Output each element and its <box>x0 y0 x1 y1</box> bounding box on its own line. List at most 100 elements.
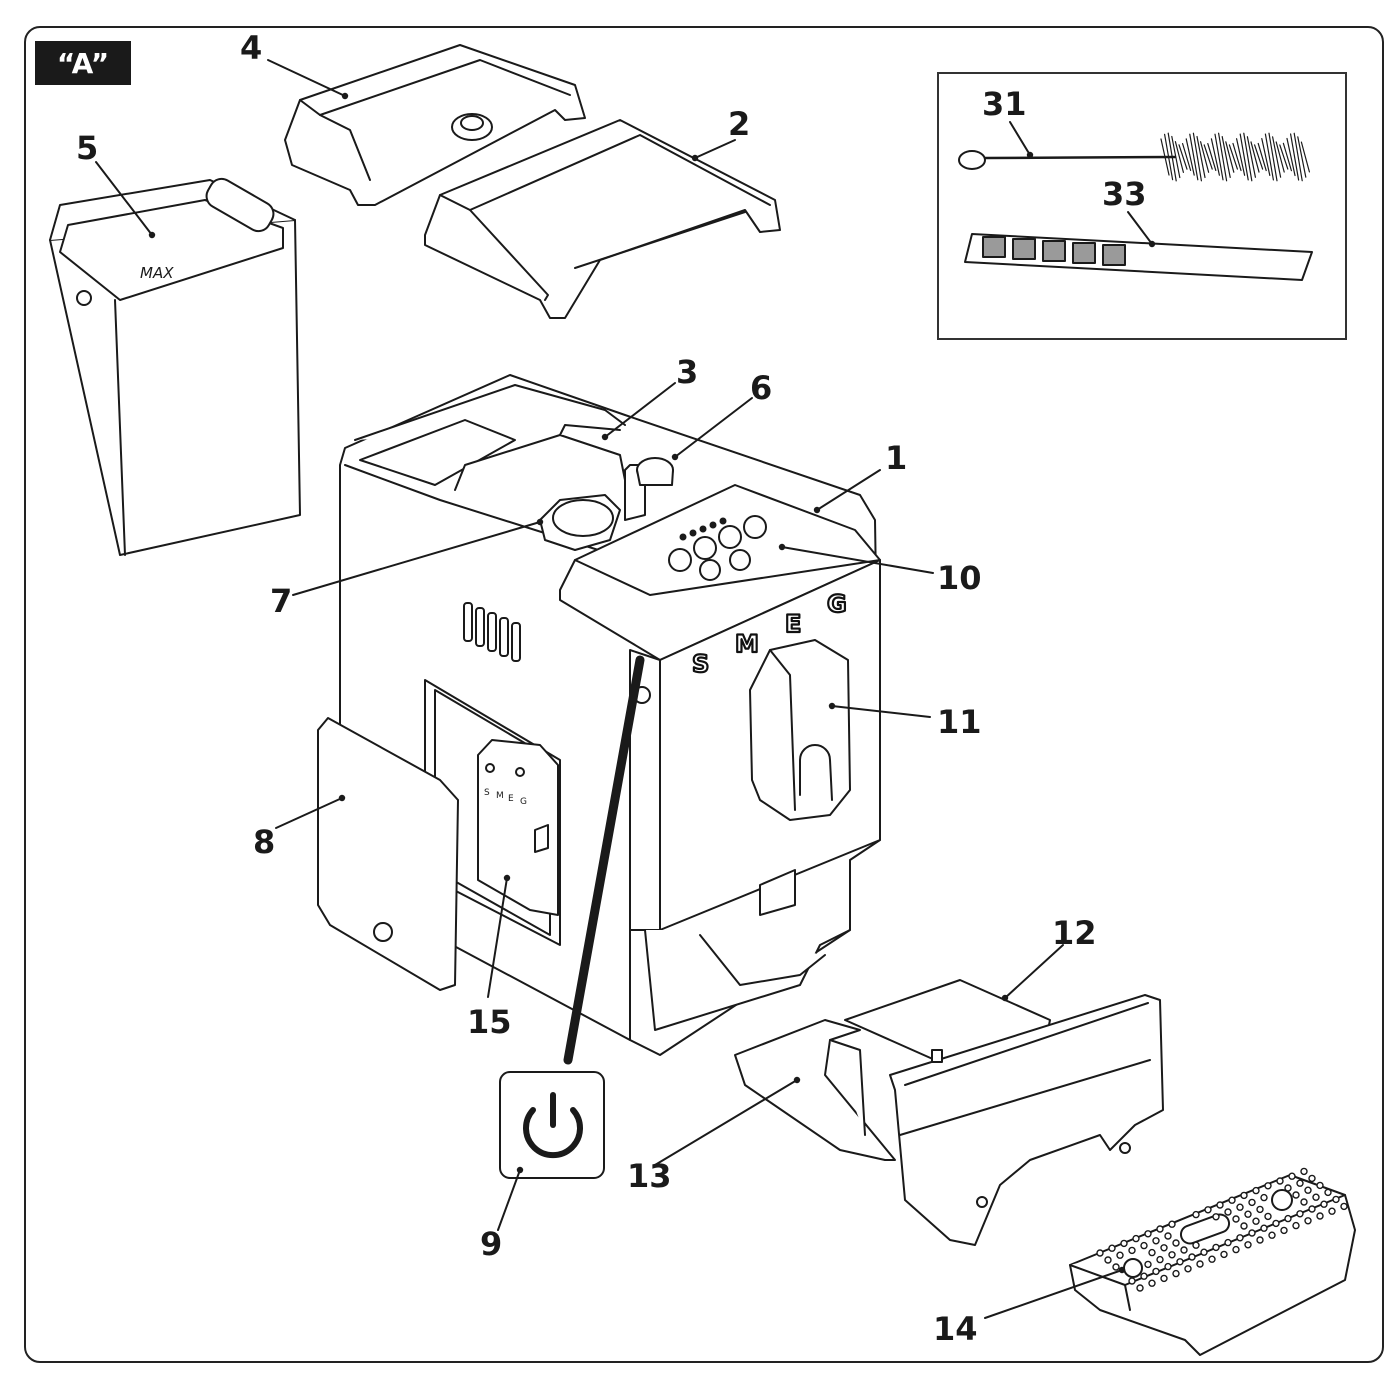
grille-hole <box>1268 1231 1276 1239</box>
grille-hole <box>1280 1226 1288 1235</box>
bristle <box>1257 142 1267 172</box>
bristle <box>1246 136 1257 178</box>
grille-hole <box>1152 1267 1160 1276</box>
accessories-inset <box>937 72 1347 340</box>
grille-hole <box>1208 1255 1216 1263</box>
service-door <box>317 717 459 991</box>
grille-hole <box>1260 1224 1268 1232</box>
callout-9: 9 <box>480 1225 503 1263</box>
grille-hole <box>1292 1191 1300 1199</box>
grille-hole <box>1192 1210 1200 1219</box>
grille-hole <box>1104 1256 1112 1264</box>
grille-hole <box>1284 1184 1292 1192</box>
grille-hole <box>1304 1217 1312 1225</box>
grille-holes <box>1096 1167 1348 1292</box>
grille-hole <box>1204 1206 1212 1214</box>
callout-10: 10 <box>937 559 982 597</box>
bristle <box>1239 133 1249 181</box>
grille-hole <box>1148 1279 1156 1287</box>
grille-hole <box>1284 1214 1292 1223</box>
grille-hole <box>1228 1196 1236 1204</box>
grille-hole <box>1116 1251 1124 1259</box>
grille-hole <box>1172 1239 1180 1247</box>
bristle <box>1289 133 1300 181</box>
power-button-detail <box>499 655 645 1179</box>
grille-hole <box>1340 1202 1348 1211</box>
grille-hole <box>1144 1260 1152 1269</box>
grille-hole <box>1188 1253 1196 1261</box>
grille-hole <box>1236 1203 1244 1211</box>
grille-hole <box>1308 1174 1316 1183</box>
grille-hole <box>1256 1205 1264 1214</box>
figure-frame <box>24 26 1384 1363</box>
grille-hole <box>1216 1201 1224 1209</box>
grille-hole <box>1168 1220 1176 1228</box>
bristle <box>1243 132 1253 182</box>
grille-hole <box>1140 1272 1148 1280</box>
hardness-test-strip <box>964 233 1313 281</box>
grille-hole <box>1220 1250 1228 1259</box>
smeg-letter-e: E <box>785 610 801 638</box>
grille-hole <box>1264 1212 1272 1221</box>
grille-hole <box>1316 1212 1324 1220</box>
bristle <box>1228 144 1239 170</box>
brew-unit-letter-s: S <box>484 788 490 798</box>
bristle <box>1163 133 1174 181</box>
smeg-letter-g: G <box>827 590 847 618</box>
grille-hole <box>1148 1248 1156 1257</box>
grille-hole <box>1152 1237 1160 1245</box>
grille-hole <box>1164 1232 1172 1240</box>
test-pad <box>1102 244 1126 266</box>
bristle <box>1232 142 1242 172</box>
brew-unit-letter-e: E <box>508 794 514 804</box>
bristle <box>1160 138 1170 176</box>
grille-hole <box>1300 1167 1308 1176</box>
callout-1: 1 <box>885 439 908 477</box>
grille-hole <box>1160 1244 1168 1252</box>
bristle <box>1221 136 1231 178</box>
power-icon <box>523 1107 583 1159</box>
grille-hole <box>1192 1241 1200 1249</box>
bristle <box>1207 142 1217 172</box>
bristle <box>1286 137 1296 177</box>
cleaning-brush <box>958 150 1177 170</box>
grille-hole <box>1132 1234 1140 1243</box>
grille-hole <box>1276 1177 1284 1185</box>
bristle <box>1203 144 1213 170</box>
smeg-logo: S M E G <box>691 589 848 679</box>
bristle <box>1253 144 1264 170</box>
callout-5: 5 <box>76 129 99 167</box>
bristle <box>1199 141 1210 173</box>
grille-hole <box>1320 1200 1328 1208</box>
bristle <box>1174 141 1185 173</box>
grille-hole <box>1156 1225 1164 1233</box>
bristle <box>1167 132 1177 182</box>
grille-hole <box>1140 1241 1148 1250</box>
callout-2: 2 <box>728 105 751 143</box>
grille-hole <box>1128 1246 1136 1255</box>
grille-hole <box>1144 1230 1152 1238</box>
callout-4: 4 <box>240 29 263 67</box>
callout-33: 33 <box>1102 175 1147 213</box>
bristle <box>1217 132 1228 182</box>
grille-hole <box>1128 1277 1136 1285</box>
bean-hopper-lid <box>284 44 586 206</box>
callout-31: 31 <box>982 85 1027 123</box>
bristle <box>1185 138 1195 176</box>
grille-hole <box>1108 1244 1116 1252</box>
grille-hole <box>1136 1284 1144 1292</box>
grille-hole <box>1324 1188 1332 1197</box>
bristle <box>1275 141 1285 173</box>
callout-6: 6 <box>750 369 773 407</box>
leader-lines <box>95 59 1153 1319</box>
drip-tray-grille <box>1069 1174 1356 1356</box>
bristle <box>1282 142 1293 172</box>
water-tank: MAX <box>49 177 301 556</box>
grille-hole <box>1296 1179 1304 1187</box>
grille-hole <box>1332 1195 1340 1204</box>
grille-hole <box>1256 1236 1264 1244</box>
grille-hole <box>1196 1260 1204 1268</box>
grille-hole <box>1292 1221 1300 1230</box>
grille-hole <box>1272 1219 1280 1228</box>
